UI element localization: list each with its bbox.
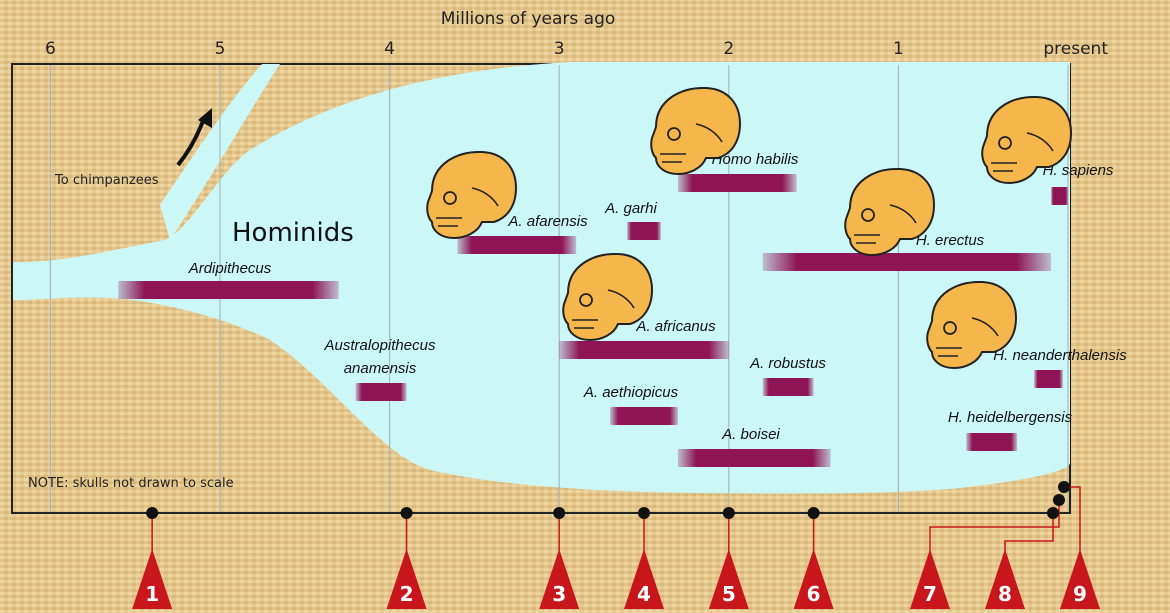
tick-labels: 6 5 4 3 2 1 present	[45, 39, 1108, 59]
species-label-anamensis: Australopithecus	[324, 337, 436, 354]
marker-label: 1	[145, 582, 159, 606]
axis-title: Millions of years ago	[441, 9, 616, 29]
marker-3[interactable]: 3	[539, 507, 579, 609]
tick-label: 3	[554, 39, 565, 59]
species-bar-aethiopicus	[610, 407, 678, 425]
species-bar-neanderthalensis	[1034, 370, 1063, 388]
marker-label: 9	[1073, 582, 1087, 606]
tick-label: 2	[723, 39, 734, 59]
species-label-afarensis: A. afarensis	[507, 213, 588, 230]
species-label-erectus: H. erectus	[916, 232, 985, 249]
marker-8[interactable]: 8	[985, 507, 1059, 609]
species-bar-boisei	[678, 449, 831, 467]
marker-4[interactable]: 4	[624, 507, 664, 609]
species-bar-afarensis	[457, 236, 576, 254]
species-bar-anamensis	[356, 383, 407, 401]
species-bar-heidelbergensis	[966, 433, 1017, 451]
species-bar-erectus	[763, 253, 1051, 271]
hominid-bush	[13, 62, 1070, 493]
tick-label: 4	[384, 39, 395, 59]
marker-label: 5	[722, 582, 736, 606]
marker-group: 1 2 3 4 5 6 7 8 9	[132, 481, 1100, 609]
note-label: NOTE: skulls not drawn to scale	[28, 476, 234, 491]
marker-dot	[808, 507, 820, 519]
species-label-anamensis-line2: anamensis	[344, 360, 417, 377]
marker-2[interactable]: 2	[387, 507, 427, 609]
marker-7[interactable]: 7	[910, 494, 1065, 609]
species-label-africanus: A. africanus	[635, 318, 716, 335]
hominids-label: Hominids	[232, 218, 354, 248]
marker-dot	[401, 507, 413, 519]
species-label-heidelbergensis: H. heidelbergensis	[948, 409, 1073, 426]
species-bar-robustus	[763, 378, 814, 396]
marker-1[interactable]: 1	[132, 507, 172, 609]
species-bar-sapiens	[1051, 187, 1068, 205]
to-chimpanzees-label: To chimpanzees	[54, 173, 159, 188]
tick-label: present	[1043, 39, 1108, 59]
marker-dot	[1047, 507, 1059, 519]
species-label-neanderthalensis: H. neanderthalensis	[993, 347, 1127, 364]
marker-label: 6	[807, 582, 821, 606]
tick-label: 1	[893, 39, 904, 59]
marker-label: 7	[923, 582, 937, 606]
species-bar-ardipithecus	[118, 281, 338, 299]
marker-label: 4	[637, 582, 651, 606]
species-label-ardipithecus: Ardipithecus	[188, 260, 272, 277]
marker-dot	[638, 507, 650, 519]
marker-label: 8	[998, 582, 1012, 606]
marker-5[interactable]: 5	[709, 507, 749, 609]
species-label-garhi: A. garhi	[604, 200, 657, 217]
tick-label: 5	[215, 39, 226, 59]
species-bar-africanus	[559, 341, 729, 359]
marker-dot	[553, 507, 565, 519]
species-label-robustus: A. robustus	[749, 355, 826, 372]
marker-label: 3	[552, 582, 566, 606]
marker-dot	[1058, 481, 1070, 493]
species-label-aethiopicus: A. aethiopicus	[583, 384, 679, 401]
species-bar-garhi	[627, 222, 661, 240]
marker-dot	[723, 507, 735, 519]
marker-dot	[1053, 494, 1065, 506]
tick-label: 6	[45, 39, 56, 59]
marker-dot	[146, 507, 158, 519]
species-bar-habilis	[678, 174, 797, 192]
species-label-boisei: A. boisei	[721, 426, 780, 443]
marker-label: 2	[400, 582, 414, 606]
marker-6[interactable]: 6	[794, 507, 834, 609]
